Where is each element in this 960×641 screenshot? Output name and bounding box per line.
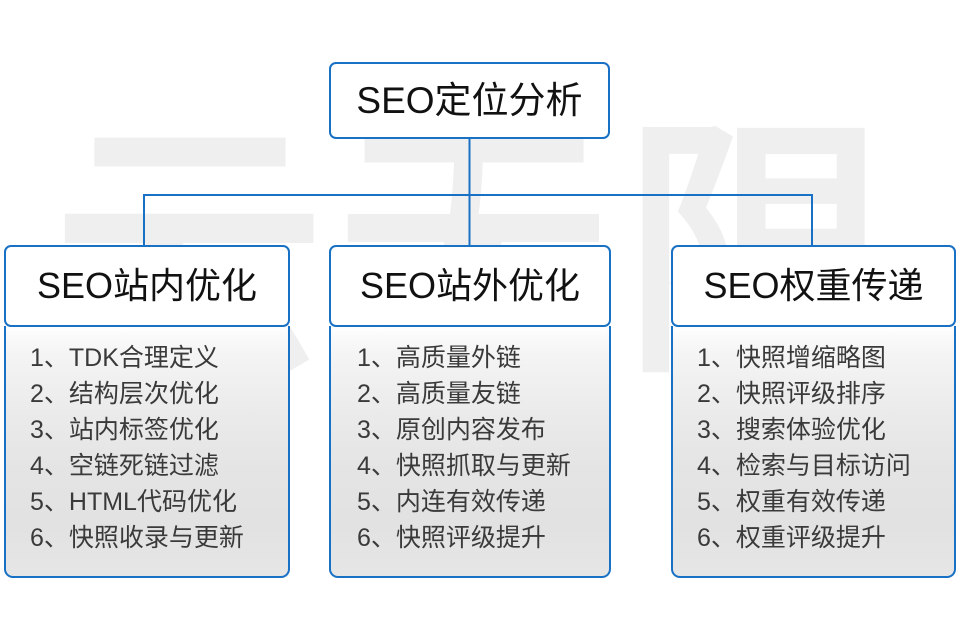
item-list-3: 1、 快照增缩略图 2、 快照评级排序 3、 搜索体验优化 4、 检索与目标访问…: [673, 340, 954, 556]
list-item: 5、 权重有效传递: [673, 484, 954, 520]
item-label: 高质量外链: [395, 344, 521, 372]
list-item: 6、 快照评级提升: [331, 520, 609, 556]
column-body-3: 1、 快照增缩略图 2、 快照评级排序 3、 搜索体验优化 4、 检索与目标访问…: [671, 326, 956, 578]
item-index: 3、: [357, 416, 396, 444]
item-index: 2、: [30, 380, 69, 408]
item-list-1: 1、 TDK合理定义 2、 结构层次优化 3、 站内标签优化 4、 空链死链过滤…: [6, 340, 288, 556]
list-item: 1、 快照增缩略图: [673, 340, 954, 376]
branch-column-seo-offsite: SEO站外优化 1、 高质量外链 2、 高质量友链 3、 原创内容发布 4、 快…: [329, 245, 611, 578]
list-item: 2、 结构层次优化: [6, 376, 288, 412]
branch-column-seo-weight: SEO权重传递 1、 快照增缩略图 2、 快照评级排序 3、 搜索体验优化 4、…: [671, 245, 956, 578]
item-index: 4、: [30, 452, 69, 480]
item-index: 3、: [697, 416, 736, 444]
item-index: 4、: [697, 452, 736, 480]
item-index: 2、: [697, 380, 736, 408]
item-index: 1、: [30, 344, 69, 372]
item-label: 高质量友链: [395, 380, 521, 408]
item-index: 6、: [357, 524, 396, 552]
item-label: HTML代码优化: [68, 488, 237, 516]
list-item: 4、 检索与目标访问: [673, 448, 954, 484]
list-item: 1、 TDK合理定义: [6, 340, 288, 376]
item-label: 搜索体验优化: [735, 416, 886, 444]
item-label: 权重评级提升: [735, 524, 886, 552]
item-label: 内连有效传递: [395, 488, 546, 516]
item-index: 1、: [697, 344, 736, 372]
list-item: 5、 HTML代码优化: [6, 484, 288, 520]
item-label: 权重有效传递: [735, 488, 886, 516]
item-index: 5、: [697, 488, 736, 516]
root-node-title: SEO定位分析: [356, 80, 583, 121]
item-index: 6、: [697, 524, 736, 552]
item-label: 空链死链过滤: [68, 452, 219, 480]
item-index: 5、: [357, 488, 396, 516]
item-list-2: 1、 高质量外链 2、 高质量友链 3、 原创内容发布 4、 快照抓取与更新 5…: [331, 340, 609, 556]
column-header-title-1: SEO站内优化: [36, 265, 258, 306]
item-label: TDK合理定义: [68, 344, 219, 372]
item-index: 3、: [30, 416, 69, 444]
item-label: 快照收录与更新: [68, 524, 244, 552]
item-label: 快照抓取与更新: [395, 452, 571, 480]
list-item: 6、 快照收录与更新: [6, 520, 288, 556]
item-index: 1、: [357, 344, 396, 372]
list-item: 3、 站内标签优化: [6, 412, 288, 448]
item-index: 5、: [30, 488, 69, 516]
column-header-title-3: SEO权重传递: [703, 265, 924, 306]
list-item: 6、 权重评级提升: [673, 520, 954, 556]
item-label: 原创内容发布: [395, 416, 546, 444]
column-header-3: SEO权重传递: [671, 245, 956, 327]
root-node: SEO定位分析: [329, 62, 610, 139]
list-item: 4、 空链死链过滤: [6, 448, 288, 484]
item-index: 2、: [357, 380, 396, 408]
list-item: 5、 内连有效传递: [331, 484, 609, 520]
list-item: 4、 快照抓取与更新: [331, 448, 609, 484]
item-label: 检索与目标访问: [735, 452, 911, 480]
list-item: 2、 快照评级排序: [673, 376, 954, 412]
branch-column-seo-onsite: SEO站内优化 1、 TDK合理定义 2、 结构层次优化 3、 站内标签优化 4…: [4, 245, 290, 578]
item-label: 快照评级排序: [735, 380, 886, 408]
item-label: 快照增缩略图: [735, 344, 886, 372]
column-body-2: 1、 高质量外链 2、 高质量友链 3、 原创内容发布 4、 快照抓取与更新 5…: [329, 326, 611, 578]
item-label: 快照评级提升: [395, 524, 546, 552]
list-item: 3、 搜索体验优化: [673, 412, 954, 448]
column-header-2: SEO站外优化: [329, 245, 611, 327]
list-item: 1、 高质量外链: [331, 340, 609, 376]
item-label: 结构层次优化: [68, 380, 219, 408]
item-index: 4、: [357, 452, 396, 480]
item-index: 6、: [30, 524, 69, 552]
list-item: 2、 高质量友链: [331, 376, 609, 412]
column-header-title-2: SEO站外优化: [359, 265, 581, 306]
column-body-1: 1、 TDK合理定义 2、 结构层次优化 3、 站内标签优化 4、 空链死链过滤…: [4, 326, 290, 578]
list-item: 3、 原创内容发布: [331, 412, 609, 448]
column-header-1: SEO站内优化: [4, 245, 290, 327]
item-label: 站内标签优化: [68, 416, 219, 444]
